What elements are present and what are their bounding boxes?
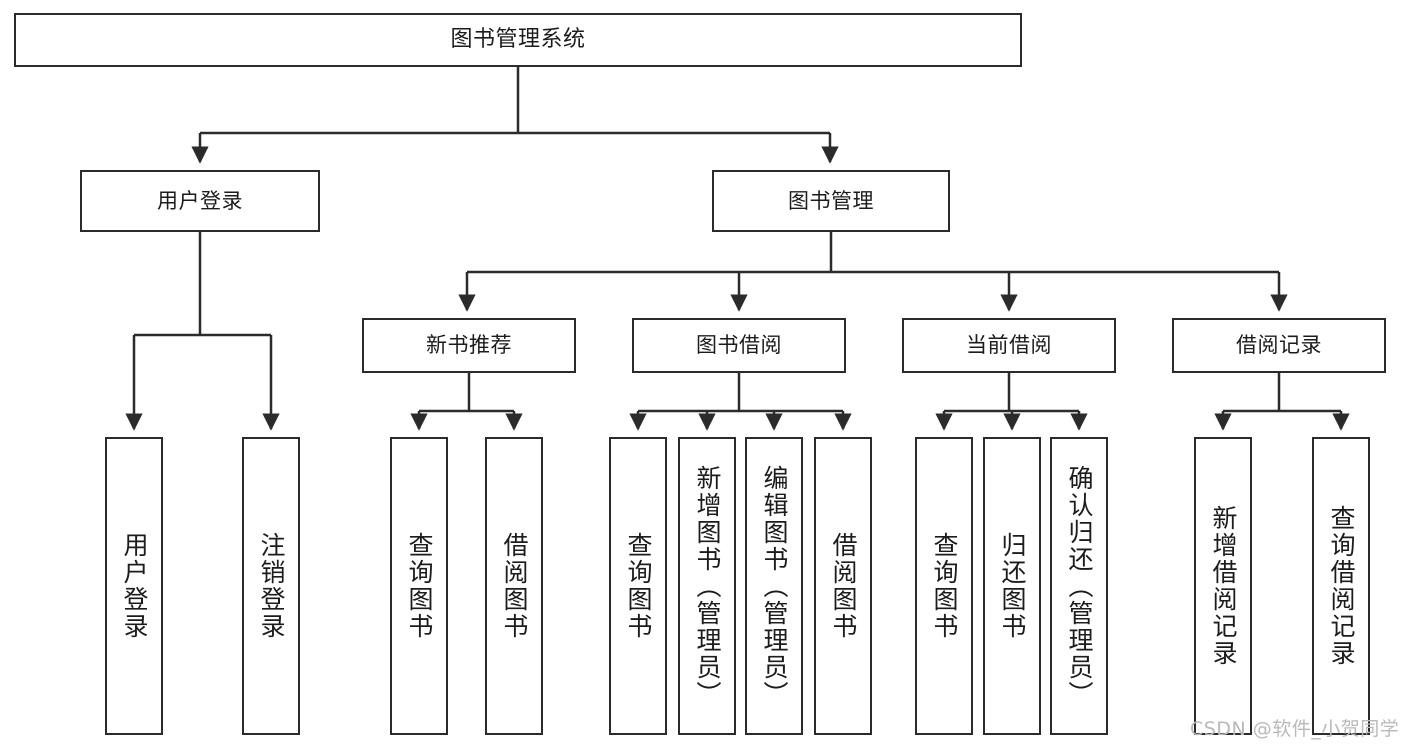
node-leaf-borrow-book-1-label: 借阅图书 <box>500 532 529 640</box>
node-leaf-edit-book-label: 编辑图书（管理员） <box>760 464 789 708</box>
node-leaf-user-logout[interactable]: 注销登录 <box>242 437 300 735</box>
node-leaf-borrow-book-2-label: 借阅图书 <box>829 532 858 640</box>
node-leaf-query-record[interactable]: 查询借阅记录 <box>1312 437 1370 735</box>
node-book-manage-label: 图书管理 <box>788 188 874 213</box>
node-leaf-borrow-book-1[interactable]: 借阅图书 <box>485 437 543 735</box>
node-user-login[interactable]: 用户登录 <box>80 170 320 232</box>
node-leaf-user-login[interactable]: 用户登录 <box>105 437 163 735</box>
node-root[interactable]: 图书管理系统 <box>14 13 1022 67</box>
node-new-book-recommend-label: 新书推荐 <box>426 333 512 358</box>
node-leaf-confirm-return[interactable]: 确认归还（管理员） <box>1050 437 1108 735</box>
node-leaf-query-book-2[interactable]: 查询图书 <box>609 437 667 735</box>
node-leaf-query-book-1[interactable]: 查询图书 <box>390 437 448 735</box>
node-leaf-confirm-return-label: 确认归还（管理员） <box>1065 464 1094 708</box>
node-leaf-user-login-label: 用户登录 <box>120 532 149 640</box>
node-book-borrow-label: 图书借阅 <box>696 333 782 358</box>
node-leaf-query-book-1-label: 查询图书 <box>405 532 434 640</box>
node-current-borrow-label: 当前借阅 <box>966 333 1052 358</box>
node-leaf-query-record-label: 查询借阅记录 <box>1327 505 1356 667</box>
node-user-login-label: 用户登录 <box>157 188 243 213</box>
node-new-book-recommend[interactable]: 新书推荐 <box>362 318 576 373</box>
node-leaf-add-book-label: 新增图书（管理员） <box>693 464 722 708</box>
node-book-borrow[interactable]: 图书借阅 <box>632 318 846 373</box>
node-leaf-user-logout-label: 注销登录 <box>257 532 286 640</box>
node-book-manage[interactable]: 图书管理 <box>712 170 950 232</box>
node-leaf-edit-book[interactable]: 编辑图书（管理员） <box>745 437 803 735</box>
node-leaf-add-record[interactable]: 新增借阅记录 <box>1194 437 1252 735</box>
node-leaf-query-book-2-label: 查询图书 <box>624 532 653 640</box>
node-leaf-add-book[interactable]: 新增图书（管理员） <box>678 437 736 735</box>
node-leaf-query-book-3[interactable]: 查询图书 <box>915 437 973 735</box>
node-borrow-record-label: 借阅记录 <box>1236 333 1322 358</box>
node-leaf-return-book[interactable]: 归还图书 <box>983 437 1041 735</box>
node-leaf-borrow-book-2[interactable]: 借阅图书 <box>814 437 872 735</box>
node-leaf-query-book-3-label: 查询图书 <box>930 532 959 640</box>
node-current-borrow[interactable]: 当前借阅 <box>902 318 1116 373</box>
node-borrow-record[interactable]: 借阅记录 <box>1172 318 1386 373</box>
node-leaf-return-book-label: 归还图书 <box>998 532 1027 640</box>
node-root-label: 图书管理系统 <box>450 27 586 53</box>
node-leaf-add-record-label: 新增借阅记录 <box>1209 505 1238 667</box>
